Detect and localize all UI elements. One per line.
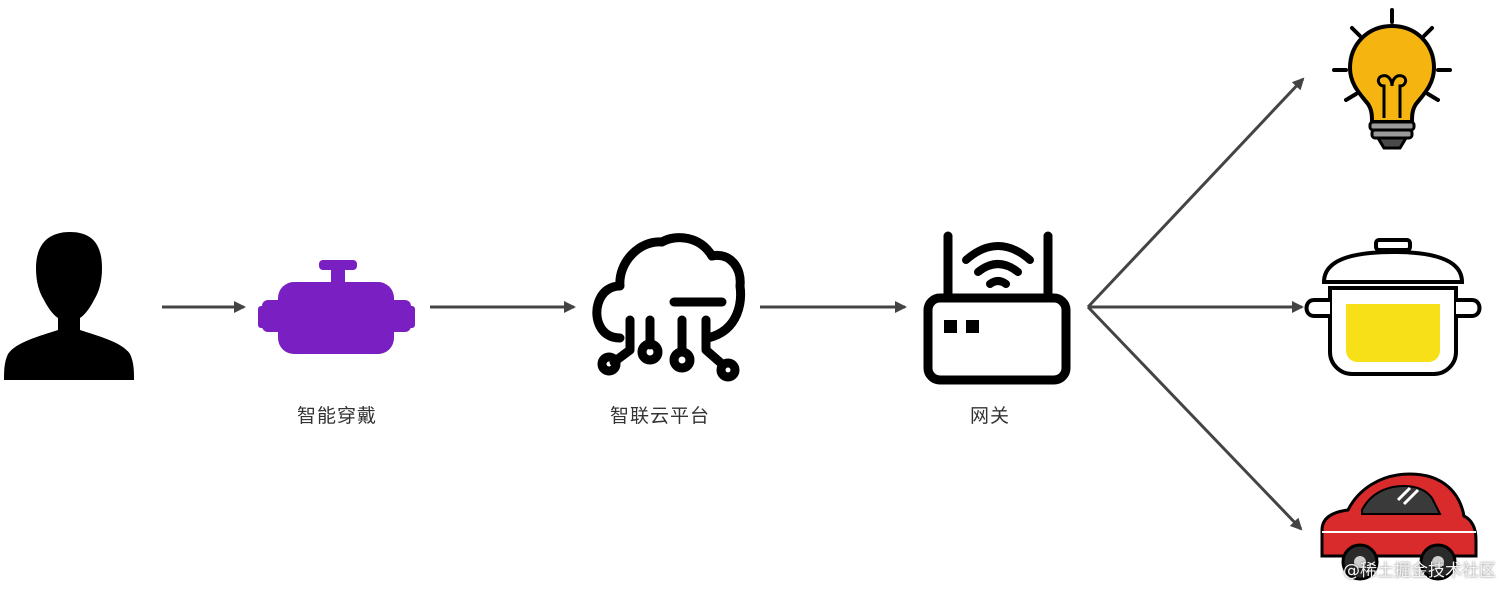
light-bulb-icon <box>1332 8 1452 150</box>
user-silhouette-icon <box>4 232 134 380</box>
router-icon <box>923 231 1071 385</box>
vr-headset-icon <box>258 260 415 358</box>
cooking-pot-icon <box>1304 238 1482 376</box>
car-icon <box>1320 472 1478 581</box>
arrow-gateway-to-bulb <box>1086 77 1305 309</box>
cloud-platform-label: 智联云平台 <box>609 405 711 427</box>
cloud-network-icon <box>592 233 745 382</box>
arrow-gateway-to-car <box>1086 305 1303 531</box>
wearable-label: 智能穿戴 <box>296 405 378 427</box>
gateway-label: 网关 <box>969 405 1011 427</box>
watermark: @稀土掘金技术社区 <box>1343 561 1496 581</box>
